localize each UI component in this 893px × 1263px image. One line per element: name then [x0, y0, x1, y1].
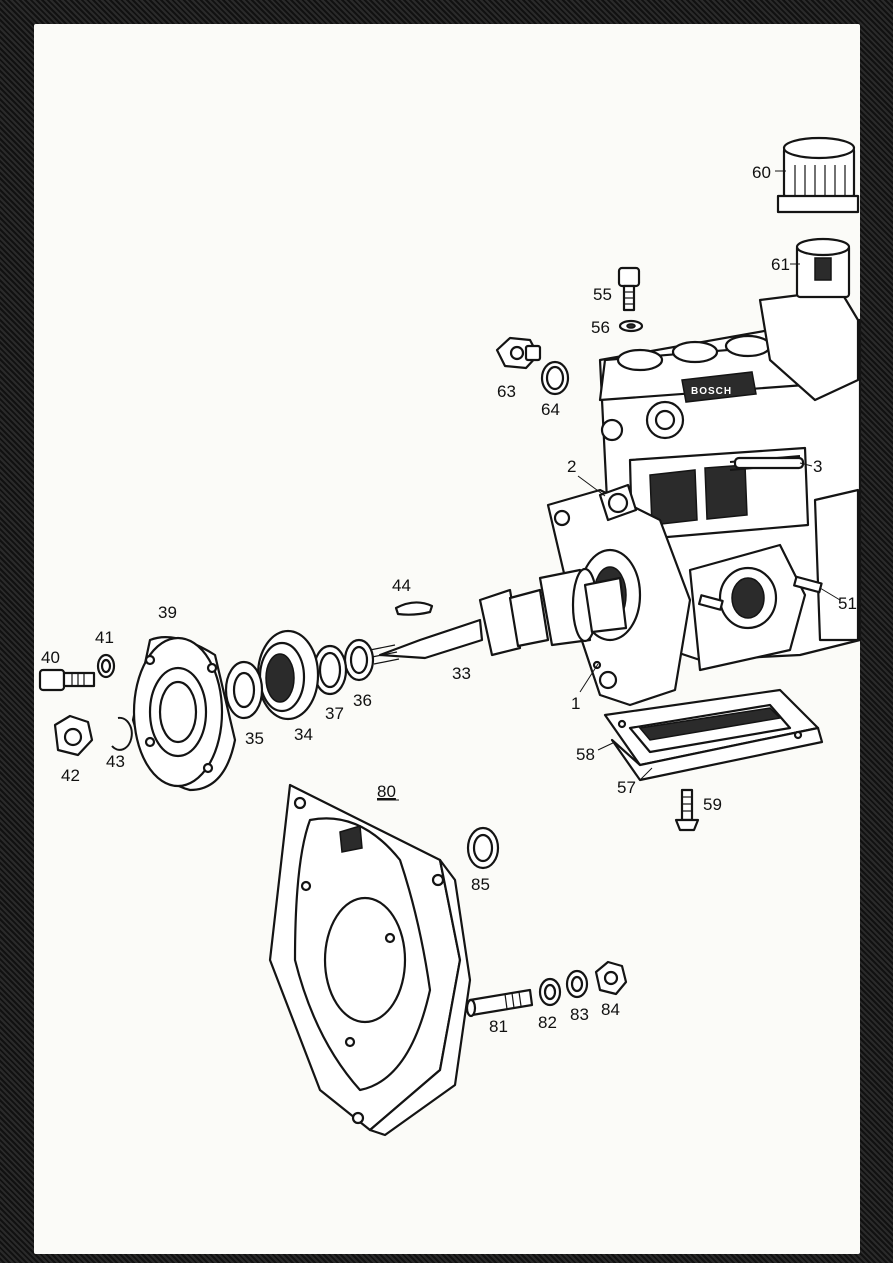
label-37: 37 [325, 704, 344, 723]
part-59-screw [674, 788, 700, 832]
label-51: 51 [838, 594, 857, 613]
label-39: 39 [158, 603, 177, 622]
label-34: 34 [294, 725, 313, 744]
label-60: 60 [752, 163, 771, 182]
label-80: 80 [377, 782, 396, 801]
label-44: 44 [392, 576, 411, 595]
part-33-camshaft [369, 567, 628, 665]
part-40-bolt [38, 668, 96, 692]
bosch-nameplate: BOSCH [681, 371, 757, 403]
part-42-hex-nut [53, 714, 94, 757]
label-43: 43 [106, 752, 125, 771]
part-2-fitting [598, 483, 638, 522]
label-41: 41 [95, 628, 114, 647]
part-80-adapter-flange [268, 783, 472, 1137]
part-64-sealing-ring [540, 360, 570, 396]
label-61: 61 [771, 255, 790, 274]
label-83: 83 [570, 1005, 589, 1024]
label-42: 42 [61, 766, 80, 785]
part-44-woodruff-key [394, 601, 434, 616]
part-35-ring [224, 660, 264, 720]
part-43-lock-ring [111, 716, 133, 751]
part-3-rod [733, 456, 805, 470]
part-56-washer [618, 319, 644, 333]
label-81: 81 [489, 1017, 508, 1036]
label-64: 64 [541, 400, 560, 419]
label-36: 36 [353, 691, 372, 710]
part-84-hex-nut [594, 960, 628, 996]
part-37-ring [312, 644, 348, 696]
label-58: 58 [576, 745, 595, 764]
pump-housing: BOSCH [546, 288, 862, 707]
part-61-filler-neck [795, 237, 851, 299]
part-60-cap [776, 136, 860, 214]
label-3: 3 [813, 457, 822, 476]
part-55-screw [617, 266, 641, 312]
part-83-washer [565, 969, 589, 999]
label-2: 2 [567, 457, 576, 476]
part-85-ring [466, 826, 500, 870]
part-34-bearing [256, 629, 320, 721]
callout-numbers: 1 2 3 33 34 35 36 37 39 40 41 42 43 44 5… [41, 163, 857, 1036]
part-82-washer [538, 977, 562, 1007]
label-84: 84 [601, 1000, 620, 1019]
label-63: 63 [497, 382, 516, 401]
part-39-bearing-flange [131, 636, 237, 792]
leader-lines [577, 170, 841, 781]
label-57: 57 [617, 778, 636, 797]
part-81-stud [465, 988, 534, 1018]
part-41-washer [96, 653, 116, 679]
label-1: 1 [571, 694, 580, 713]
nameplate-text: BOSCH [691, 386, 732, 397]
label-33: 33 [452, 664, 471, 683]
label-85: 85 [471, 875, 490, 894]
label-56: 56 [591, 318, 610, 337]
label-59: 59 [703, 795, 722, 814]
part-57-58-cover-plate [603, 688, 824, 782]
label-55: 55 [593, 285, 612, 304]
label-40: 40 [41, 648, 60, 667]
label-82: 82 [538, 1013, 557, 1032]
part-36-ring [343, 638, 375, 682]
label-35: 35 [245, 729, 264, 748]
part-63-hex-plug [495, 336, 542, 370]
